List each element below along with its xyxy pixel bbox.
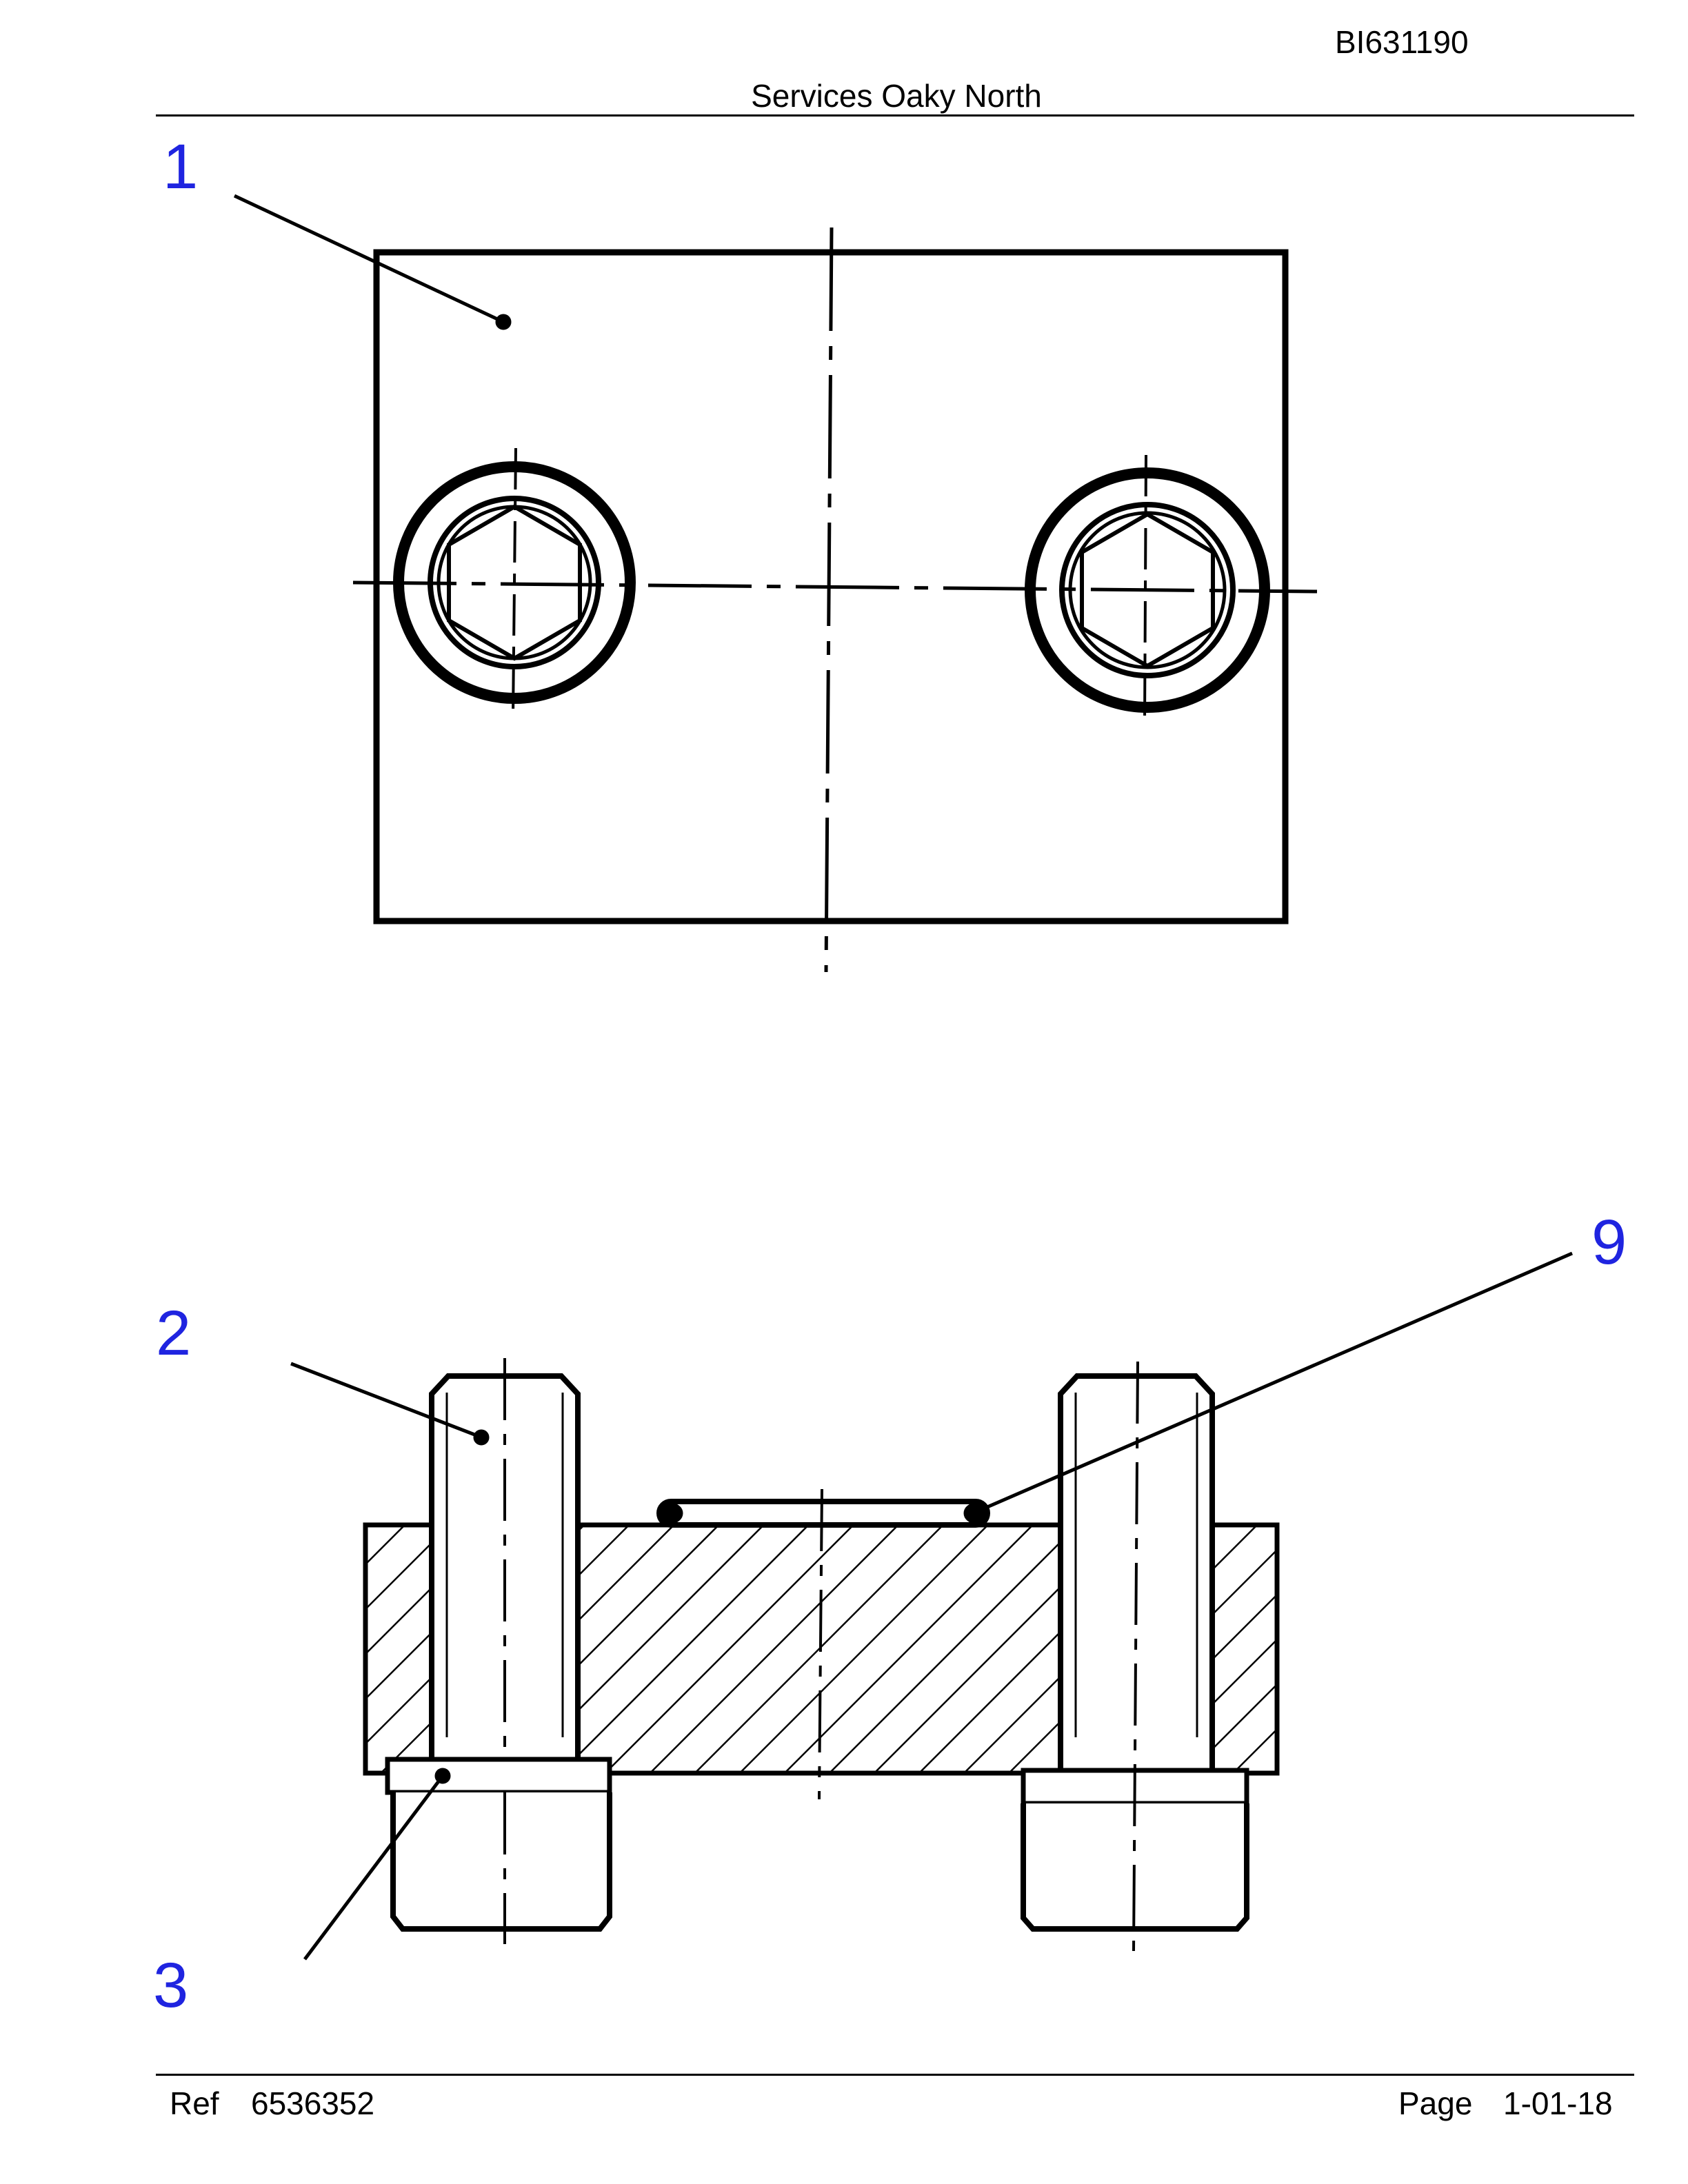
- callout-9: 9: [1591, 1207, 1627, 1277]
- callout-3: 3: [153, 1950, 189, 2021]
- header-rule: [156, 114, 1634, 117]
- page-label: Page: [1398, 2085, 1473, 2121]
- o-ring-seal: [656, 1488, 990, 1800]
- leader-dot-1: [495, 314, 512, 330]
- right-bolt-head-top: [1025, 454, 1270, 725]
- leader-dot-3: [434, 1768, 451, 1784]
- right-bolt-section: [1021, 1361, 1249, 1952]
- ref-label: Ref: [170, 2085, 219, 2121]
- callout-1: 1: [163, 132, 199, 202]
- callout-2: 2: [156, 1298, 192, 1368]
- left-bolt-head-top: [393, 447, 636, 718]
- footer-rule: [156, 2074, 1634, 2076]
- document-id: BI631190: [1335, 24, 1469, 60]
- page-number: 1-01-18: [1503, 2085, 1613, 2121]
- top-view-plate: [352, 227, 1318, 973]
- leader-dot-2: [473, 1429, 490, 1446]
- page-title: Services Oaky North: [751, 78, 1042, 114]
- left-bolt-section: [385, 1358, 612, 1944]
- ref-number: 6536352: [251, 2085, 375, 2121]
- leader-lines: [233, 194, 1573, 1961]
